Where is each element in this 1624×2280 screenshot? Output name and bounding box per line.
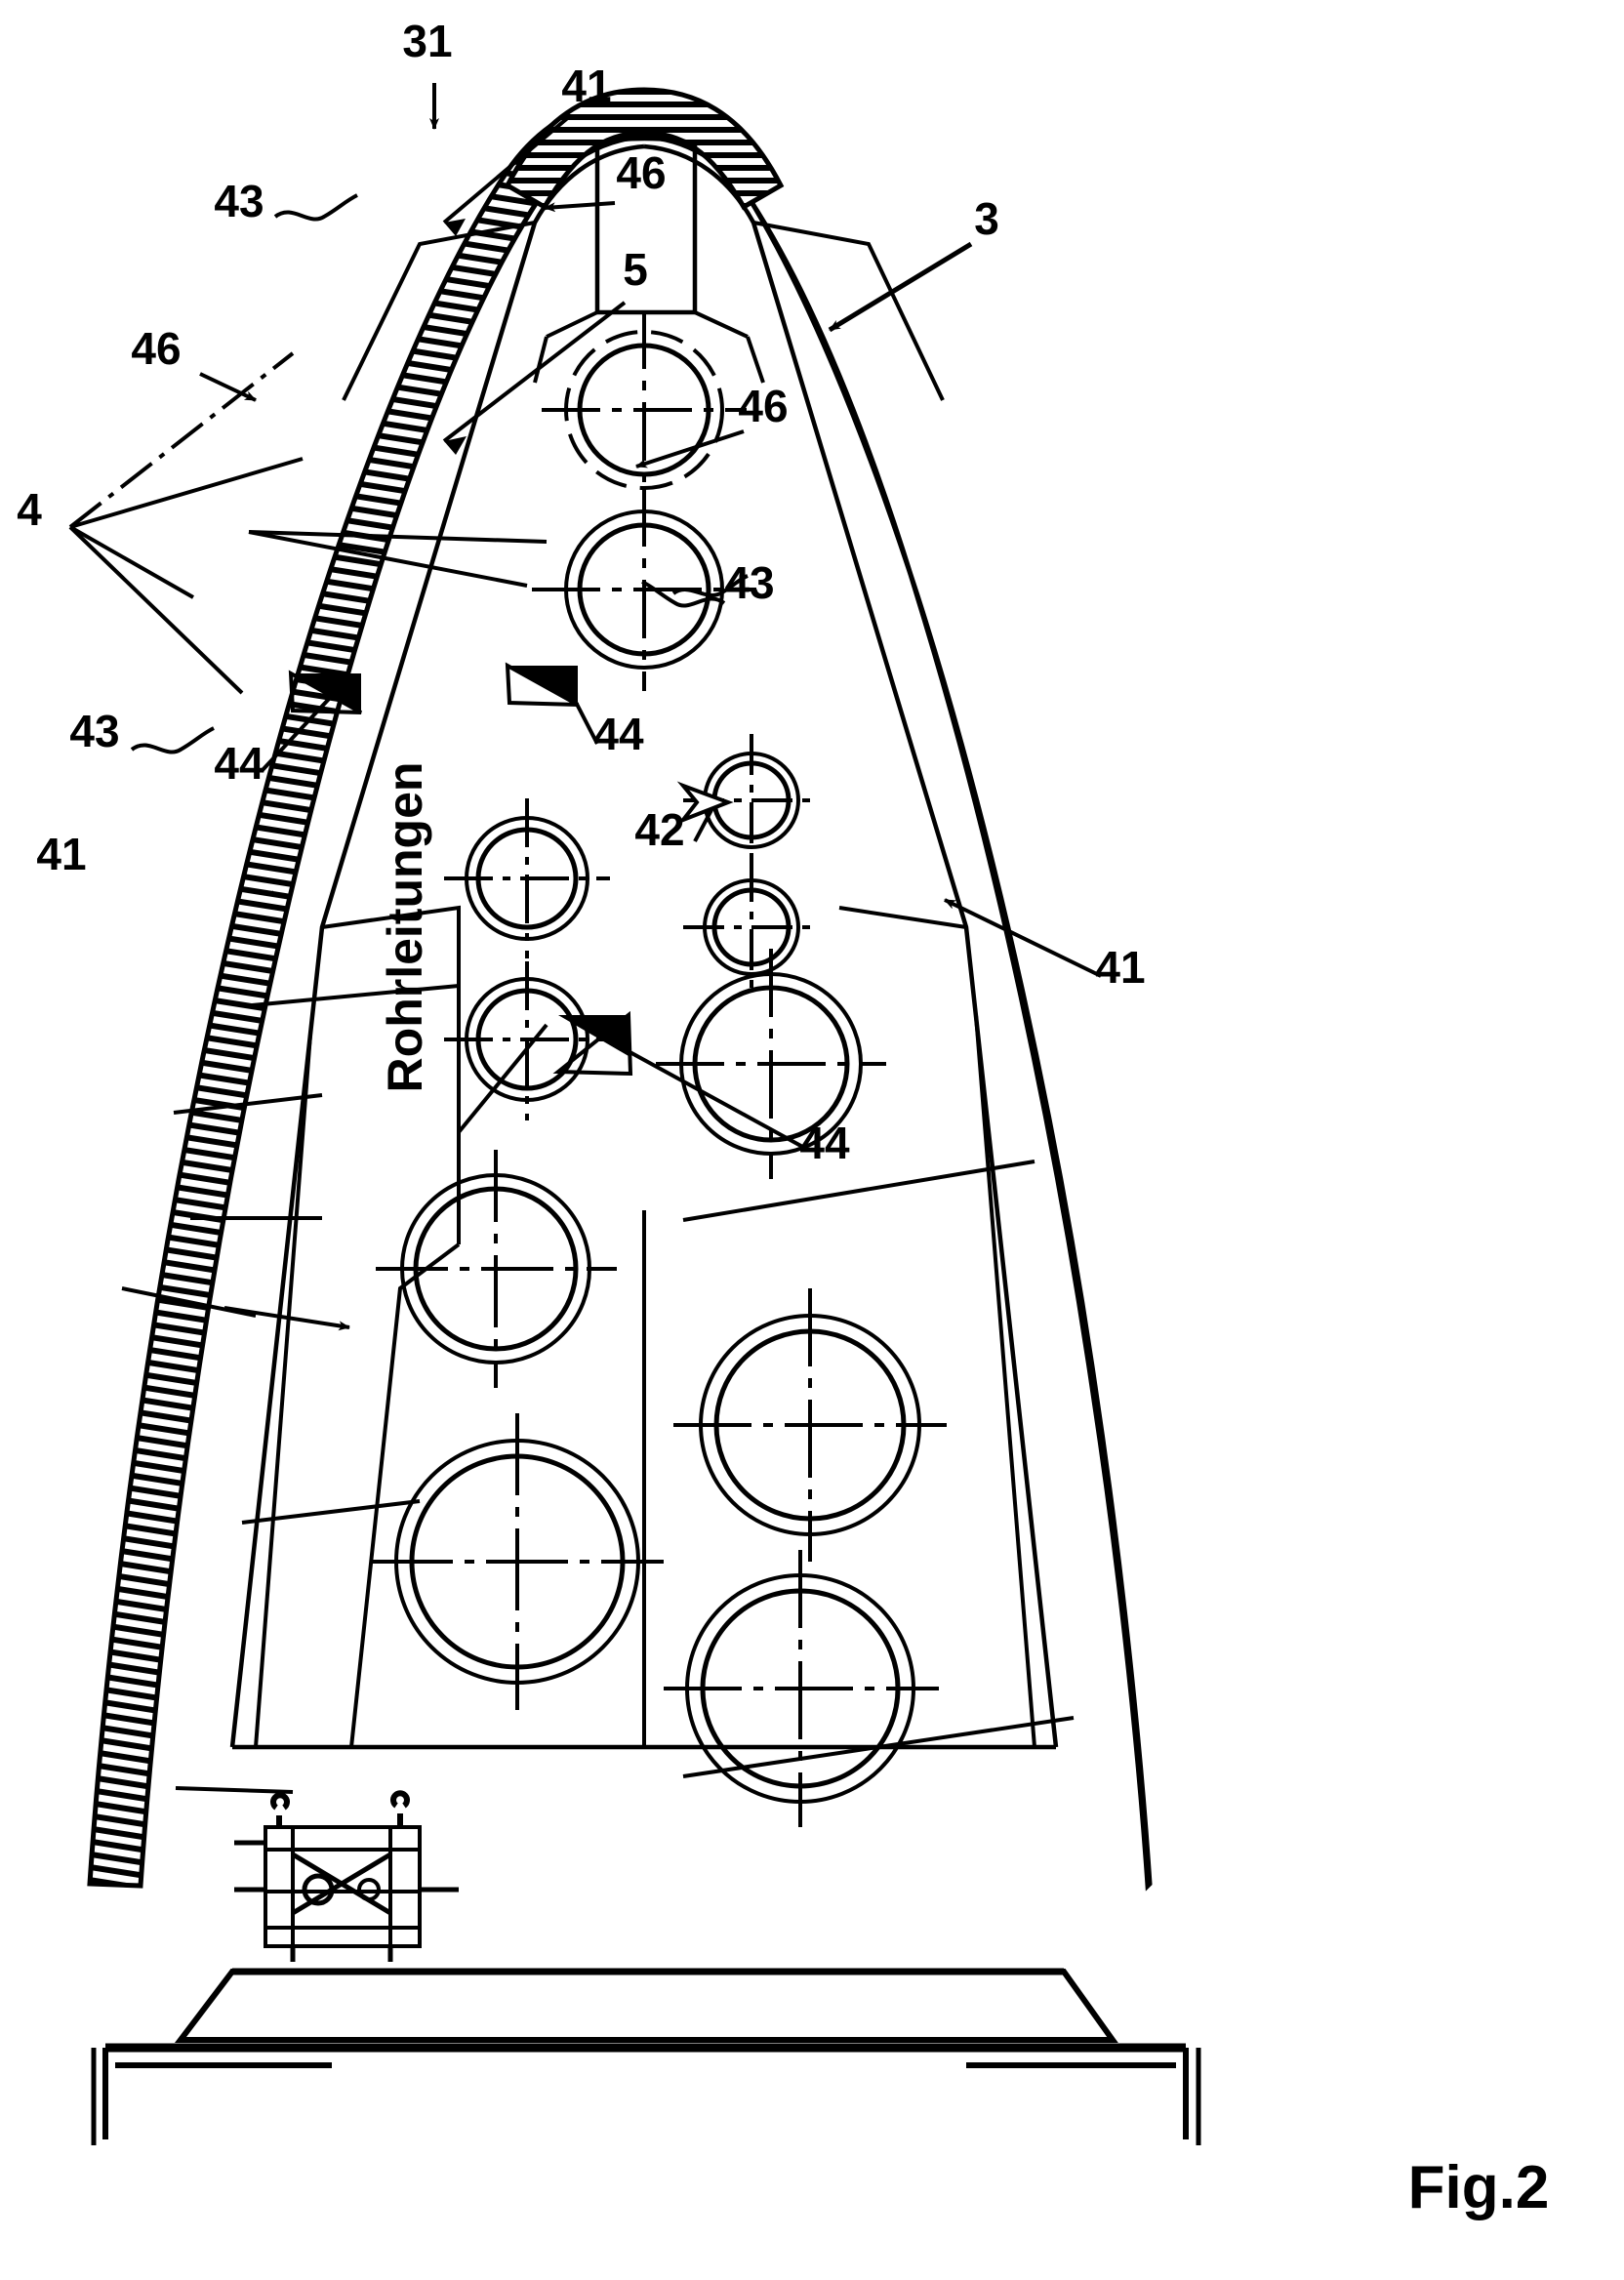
ref-43-lowerleft: 43 [69,706,119,756]
hollow-arrow-42 [676,781,734,825]
pipe-left-2 [444,961,610,1120]
pipe-right-large [656,949,886,1179]
pipe-right-2 [683,861,820,996]
ref-5: 5 [623,244,648,295]
ref-42: 42 [634,804,684,855]
ref-41-left: 41 [36,829,86,879]
ref-43-topleft: 43 [214,176,264,226]
leader-5 [442,301,627,443]
ref-44-right: 44 [593,709,644,759]
leader-46-top [544,201,616,213]
leader-43-lowerleft [130,726,215,754]
leader-41-left-b [223,1306,350,1331]
pipe-lowest-right [664,1550,939,1827]
ref-46-left: 46 [131,323,181,374]
ref-46-top: 46 [616,147,666,198]
leader-4-fan [68,351,304,695]
ref-41-right: 41 [1095,942,1145,993]
internal-webs [254,221,1036,1748]
pipe-bottom-right [673,1288,947,1562]
pipe-bundle [371,310,947,1827]
ref-44-left: 44 [214,738,264,789]
leader-46-left [199,372,257,402]
section-arrow-44-right [505,662,599,745]
leader-43-right [671,574,749,597]
ref-44-bottom: 44 [799,1118,850,1168]
pipe-upper-2 [532,488,756,691]
aux-line-7 [241,1499,421,1525]
figure-caption: Fig.2 [1408,2154,1550,2221]
leader-41-right [944,898,1102,978]
ref-46-right: 46 [738,381,788,431]
section-arrow-44-bottom [552,1010,809,1152]
aux-line-2 [682,1160,1035,1222]
aux-line-5 [251,984,460,1007]
leader-42 [693,807,714,842]
aux-line-4 [682,1716,1075,1778]
pipe-bottom-center [371,1413,664,1710]
pipe-bottom-left [376,1150,617,1388]
section-arrow-44-left [260,670,362,773]
pipe-left-1 [444,798,610,958]
ref-41-top: 41 [561,61,611,111]
leader-3 [828,241,973,333]
leader-4-b [248,530,548,544]
leader-41-top [442,113,573,224]
leader-46-right [635,429,745,468]
leader-lines [68,83,1102,1794]
leader-43-topleft [273,193,358,222]
aux-line-3 [175,1786,294,1794]
apex-core-31 [533,136,765,384]
ref-4: 4 [17,484,42,535]
ref-3: 3 [974,193,999,244]
aux-line-6 [173,1093,323,1115]
pipes-annotation-label: Rohrleitungen [378,762,432,1093]
ref-43-right: 43 [724,557,774,608]
reference-numerals-layer: 31 41 46 43 3 5 46 46 4 43 43 44 44 42 4… [17,16,1145,1168]
valve-assembly-icon [234,1790,459,1962]
ref-31: 31 [402,16,452,66]
base-platform [91,1968,1201,2145]
leader-43-right-mid [641,580,726,608]
leader-4-c [248,530,528,588]
